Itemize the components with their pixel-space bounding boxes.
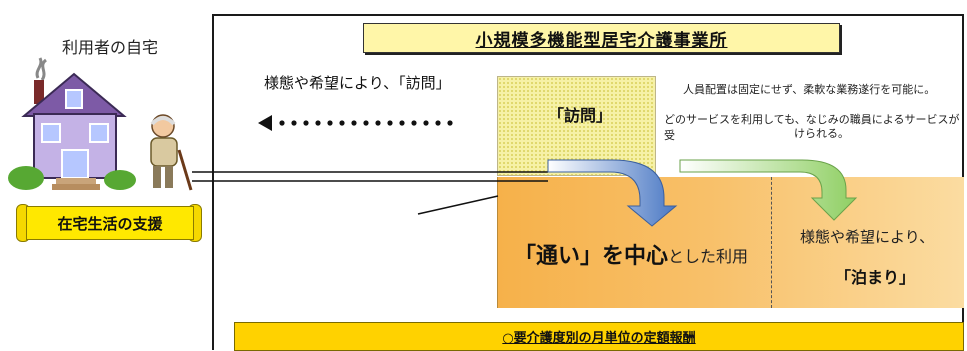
house-icon xyxy=(8,57,136,190)
facility-title-box: 小規模多機能型居宅介護事業所 xyxy=(363,23,840,53)
facility-title: 小規模多機能型居宅介護事業所 xyxy=(475,30,728,51)
home-to-facility-connector xyxy=(192,171,548,215)
elderly-person-icon xyxy=(150,114,193,191)
familiar-staff-note-continued: けられる。 xyxy=(794,127,849,140)
day-service-sub-label: とした利用 xyxy=(668,247,749,266)
stay-curve-arrow xyxy=(679,159,858,221)
visit-service-label: 「訪問」 xyxy=(548,106,613,125)
stay-description: 様態や希望により、 xyxy=(800,228,935,246)
day-stay-divider xyxy=(771,177,772,308)
fee-bar-label: ○要介護度別の月単位の定額報酬 xyxy=(502,331,696,346)
day-service-main-label: 「通い」を中心 xyxy=(514,244,669,269)
day-service-area xyxy=(497,177,964,308)
visit-dotted-arrow xyxy=(258,115,453,131)
home-label: 利用者の自宅 xyxy=(62,38,159,57)
staffing-note: 人員配置は固定にせず、柔軟な業務遂行を可能に。 xyxy=(683,83,936,96)
home-support-label: 在宅生活の支援 xyxy=(26,206,194,240)
familiar-staff-note: どのサービスを利用しても、なじみの職員によるサービスが受 xyxy=(664,113,960,142)
stay-service-label: 「泊まり」 xyxy=(835,268,916,287)
home-support-banner: 在宅生活の支援 xyxy=(16,204,202,242)
visit-service-box xyxy=(497,76,656,176)
fee-bar: ○要介護度別の月単位の定額報酬 xyxy=(234,322,964,351)
day-service-curve-arrow xyxy=(547,159,678,227)
visit-description: 様態や希望により、「訪問」 xyxy=(264,74,451,92)
